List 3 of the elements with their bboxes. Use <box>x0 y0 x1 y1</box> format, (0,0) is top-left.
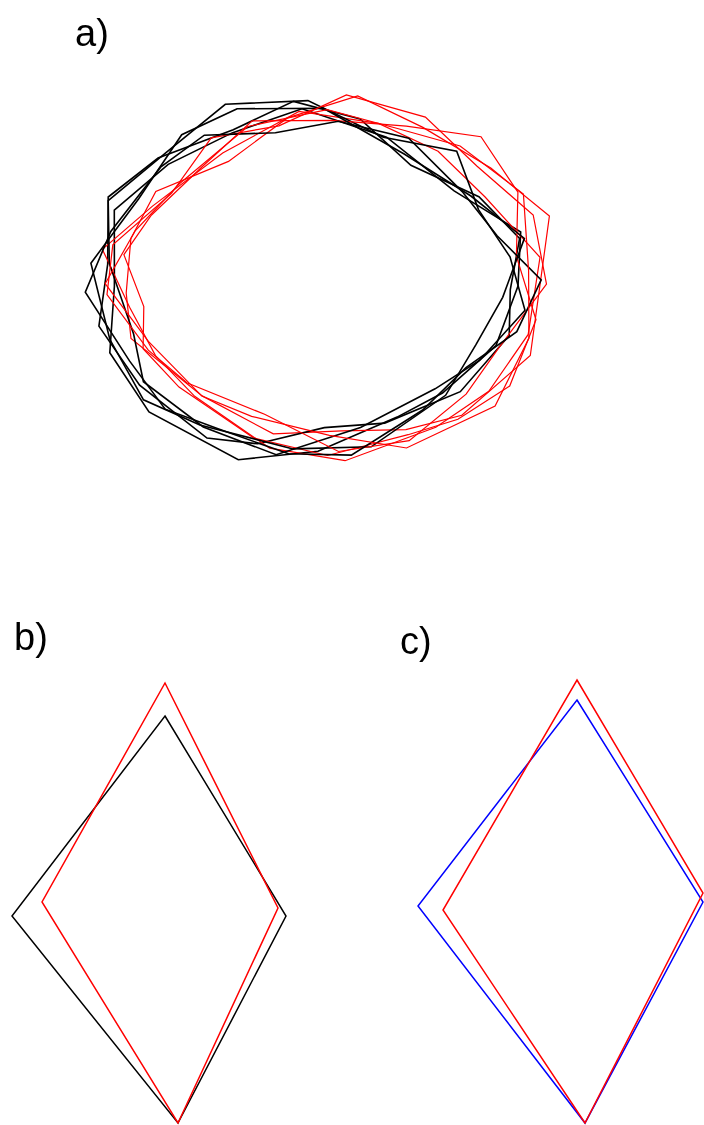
panel-label: c) <box>400 622 432 660</box>
panel-label: a) <box>75 14 109 52</box>
panel-label: b) <box>14 618 48 656</box>
